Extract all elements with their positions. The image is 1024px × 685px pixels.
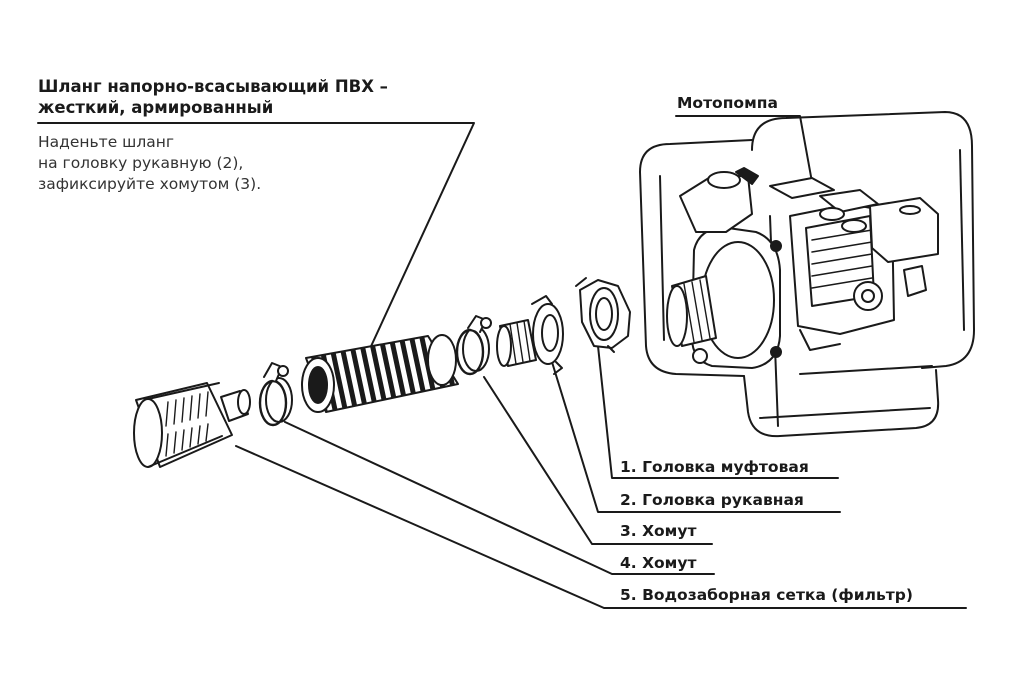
hose-instruction-line-1: Наденьте шланг xyxy=(38,133,175,151)
hose-instruction: Наденьте шланг на головку рукавную (2), … xyxy=(38,132,261,195)
label-part-3: 3. Хомут xyxy=(620,522,697,540)
hose-heading-line-2: жесткий, армированный xyxy=(38,98,274,117)
label-part-1: 1. Головка муфтовая xyxy=(620,458,809,476)
leader-part-3 xyxy=(483,376,713,545)
motor-pump xyxy=(639,111,975,438)
intake-strainer xyxy=(133,382,251,468)
clamp-4 xyxy=(258,362,293,427)
leader-part-4 xyxy=(284,421,715,575)
corrugated-hose xyxy=(301,334,459,413)
hose-instruction-line-3: зафиксируйте хомутом (3). xyxy=(38,175,262,193)
clamp-3 xyxy=(455,315,492,376)
label-part-5: 5. Водозаборная сетка (фильтр) xyxy=(620,586,913,604)
label-part-4: 4. Хомут xyxy=(620,554,697,572)
hose-heading-line-1: Шланг напорно-всасывающий ПВХ – xyxy=(38,77,388,96)
coupling-head xyxy=(575,277,631,353)
leader-part-5 xyxy=(235,445,967,609)
hose-heading: Шланг напорно-всасывающий ПВХ – жесткий,… xyxy=(38,76,388,118)
leader-heading xyxy=(37,122,475,356)
leader-pump xyxy=(675,115,813,183)
label-part-2: 2. Головка рукавная xyxy=(620,491,804,509)
leader-part-2 xyxy=(551,361,841,513)
label-pump: Мотопомпа xyxy=(677,94,778,112)
leader-part-1 xyxy=(597,345,839,479)
hose-instruction-line-2: на головку рукавную (2), xyxy=(38,154,244,172)
hose-coupling xyxy=(496,295,564,375)
leader-lines xyxy=(37,115,967,609)
